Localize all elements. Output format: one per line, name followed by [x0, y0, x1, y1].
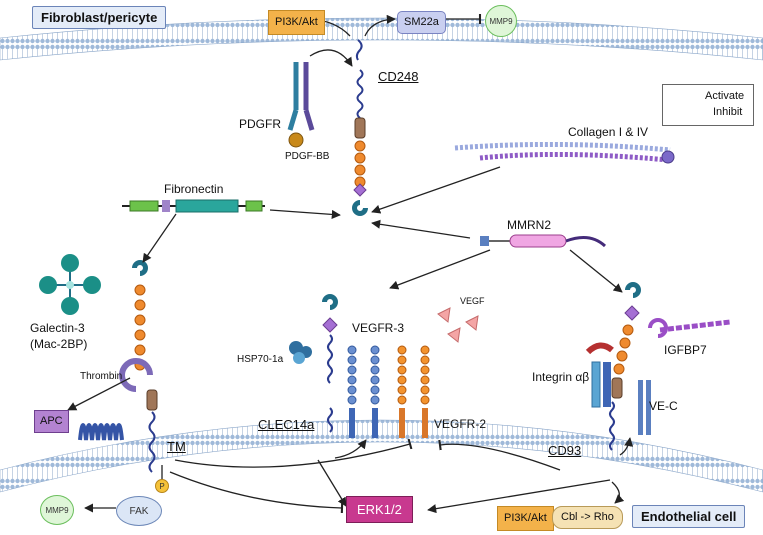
igfbp7-label: IGFBP7 — [664, 343, 707, 357]
phospho-circle: P — [155, 479, 169, 493]
cd248-receptor — [352, 39, 368, 216]
vec-label: VE-C — [649, 399, 678, 413]
mmrn2-label: MMRN2 — [507, 218, 551, 232]
collagen-fibers — [454, 141, 675, 164]
hsp70-molecule — [289, 341, 312, 364]
erk-chip: ERK1/2 — [346, 496, 413, 523]
cd93-receptor — [585, 282, 651, 451]
mmp9-bottom-circle: MMP9 — [40, 495, 74, 525]
mac2bp-label: (Mac-2BP) — [30, 337, 88, 351]
galectin3-label: Galectin-3 — [30, 321, 85, 335]
bottom-membrane — [0, 419, 763, 493]
legend-inhibit-label: Inhibit — [713, 106, 743, 118]
pi3k-akt-top-chip: PI3K/Akt — [268, 10, 325, 35]
mmp9-top-circle: MMP9 — [485, 5, 517, 37]
vegfr2-label: VEGFR-2 — [434, 417, 487, 431]
top-membrane — [0, 17, 763, 61]
hsp70-label: HSP70-1a — [237, 354, 284, 365]
galectin3-cluster — [39, 254, 101, 315]
legend-activate-label: Activate — [705, 90, 745, 102]
integrin-label: Integrin αβ — [532, 370, 590, 384]
fibroblast-title: Fibroblast/pericyte — [32, 6, 167, 29]
clec14a-label: CLEC14a — [258, 417, 315, 432]
clec14a-receptor — [322, 294, 338, 433]
pdgfr-receptor — [287, 62, 315, 148]
cd93-label: CD93 — [548, 443, 582, 458]
pdgfr-label: PDGFR — [239, 117, 281, 131]
endothelial-title: Endothelial cell — [632, 505, 746, 528]
mmrn2-molecule — [480, 234, 607, 248]
igfbp7-molecule — [648, 318, 731, 338]
pi3k-akt-bottom-chip: PI3K/Akt — [497, 506, 554, 531]
vegf-label: VEGF — [460, 296, 485, 306]
vegf-ligands — [437, 307, 479, 343]
cbl-rho-chip: Cbl -> Rho — [552, 506, 623, 529]
tm-label: TM — [167, 439, 186, 454]
tm-receptor — [78, 260, 158, 473]
legend-box: Activate Inhibit — [662, 84, 754, 126]
cd248-label: CD248 — [378, 69, 419, 84]
sm22a-chip: SM22a — [397, 11, 446, 34]
vegfr3-receptor — [347, 345, 380, 438]
vegfr3-label: VEGFR-3 — [352, 321, 405, 335]
inhibition-lines — [169, 13, 561, 514]
vegfr2-receptor — [397, 345, 430, 438]
thrombin-label: Thrombin — [80, 371, 123, 382]
fibronectin-label: Fibronectin — [164, 182, 224, 196]
apc-chip: APC — [34, 410, 69, 433]
fibronectin-molecule — [122, 199, 265, 213]
pdgfbb-label: PDGF-BB — [285, 151, 330, 162]
collagen-label: Collagen I & IV — [568, 125, 649, 139]
fak-circle: FAK — [116, 496, 162, 526]
